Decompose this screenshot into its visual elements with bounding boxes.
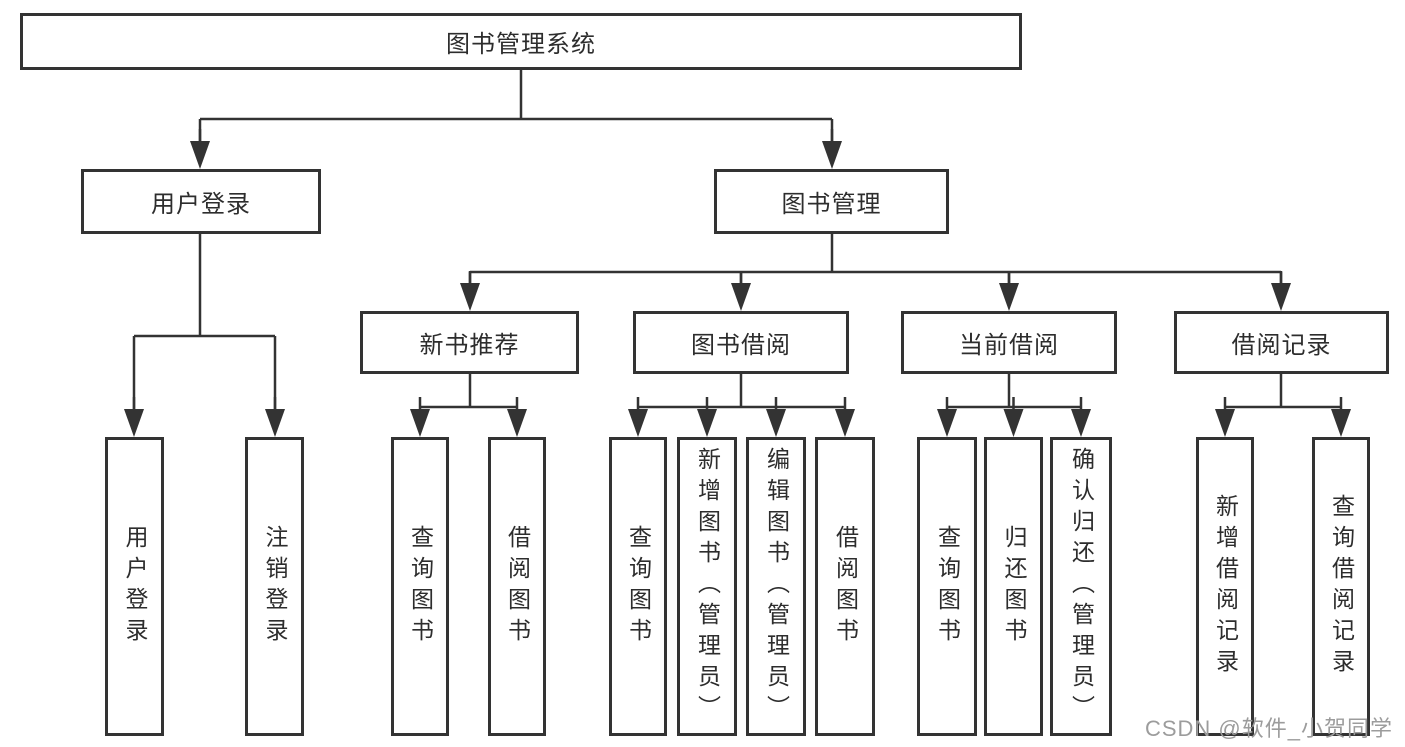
- leaf-label: 查询借阅记录: [1328, 493, 1355, 680]
- csdn-watermark: CSDN @软件_小贺同学: [1144, 716, 1393, 741]
- node-book-borrowing: 图书借阅: [633, 311, 849, 374]
- leaf-label: 查询图书: [625, 524, 652, 649]
- leaf-query-books-recommend: 查询图书: [391, 437, 449, 736]
- leaf-return-books: 归还图书: [984, 437, 1043, 736]
- node-library-management-system: 图书管理系统: [20, 13, 1022, 70]
- leaf-user-login: 用户登录: [105, 437, 164, 736]
- node-label: 借阅记录: [1231, 332, 1332, 359]
- leaf-edit-books-admin: 编辑图书（管理员）: [746, 437, 806, 736]
- node-label: 当前借阅: [959, 332, 1059, 359]
- node-book-management: 图书管理: [714, 169, 949, 234]
- leaf-label: 新增借阅记录: [1212, 493, 1239, 680]
- node-label: 用户登录: [151, 191, 251, 218]
- leaf-label: 借阅图书: [504, 524, 531, 649]
- leaf-logout-login: 注销登录: [245, 437, 304, 736]
- node-label: 图书管理系统: [446, 31, 596, 58]
- leaf-label: 确认归还（管理员）: [1068, 447, 1095, 726]
- leaf-label: 编辑图书（管理员）: [763, 447, 790, 726]
- node-label: 图书借阅: [691, 332, 791, 359]
- leaf-label: 新增图书（管理员）: [694, 447, 721, 726]
- leaf-query-books-current: 查询图书: [917, 437, 977, 736]
- leaf-label: 借阅图书: [832, 524, 859, 649]
- node-user-login: 用户登录: [81, 169, 321, 234]
- node-new-book-recommend: 新书推荐: [360, 311, 579, 374]
- leaf-label: 用户登录: [122, 524, 148, 649]
- node-current-borrowing: 当前借阅: [901, 311, 1117, 374]
- node-label: 图书管理: [781, 191, 882, 218]
- leaf-add-books-admin: 新增图书（管理员）: [677, 437, 737, 736]
- leaf-label: 查询图书: [934, 524, 961, 649]
- node-label: 新书推荐: [419, 332, 520, 359]
- leaf-query-borrow-record: 查询借阅记录: [1312, 437, 1370, 736]
- leaf-add-borrow-record: 新增借阅记录: [1196, 437, 1254, 736]
- leaf-confirm-return-admin: 确认归还（管理员）: [1050, 437, 1112, 736]
- leaf-label: 注销登录: [262, 524, 288, 649]
- leaf-borrow-books: 借阅图书: [815, 437, 875, 736]
- leaf-query-books-borrowing: 查询图书: [609, 437, 667, 736]
- leaf-label: 查询图书: [407, 524, 434, 649]
- node-borrowing-records: 借阅记录: [1174, 311, 1389, 374]
- leaf-label: 归还图书: [1001, 524, 1027, 649]
- leaf-borrow-books-recommend: 借阅图书: [488, 437, 546, 736]
